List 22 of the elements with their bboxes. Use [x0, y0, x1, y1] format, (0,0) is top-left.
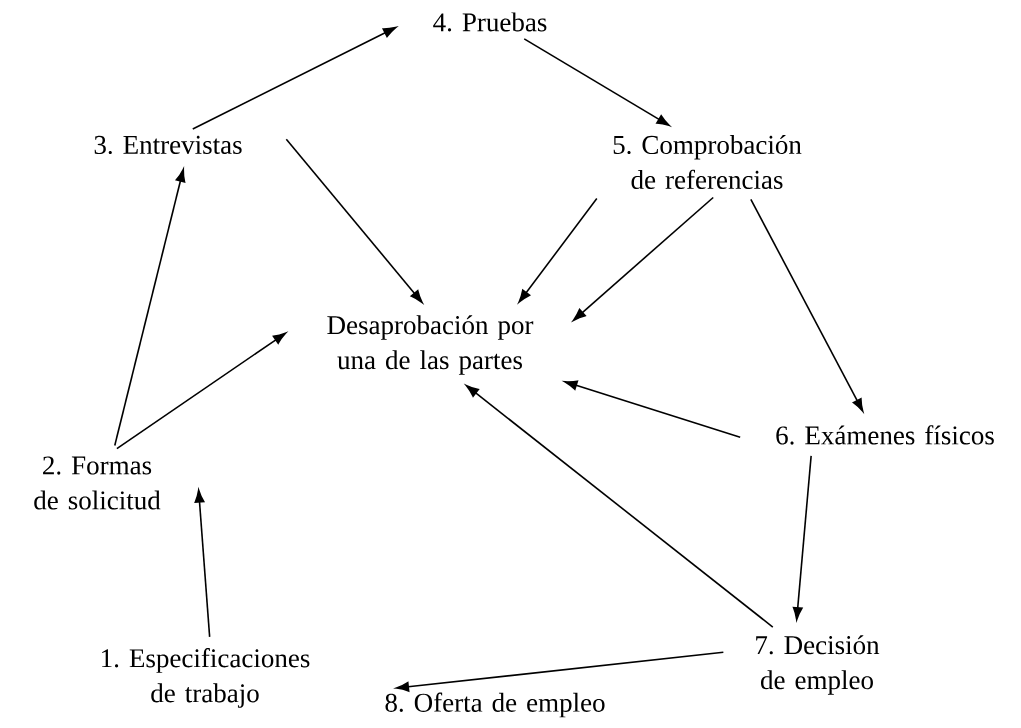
- arrow: [518, 197, 598, 303]
- arrow: [572, 196, 714, 321]
- arrow: [465, 384, 774, 628]
- step-label: 4. Pruebas: [433, 12, 547, 32]
- arrow: [194, 489, 211, 638]
- arrow: [191, 26, 397, 130]
- arrow: [285, 138, 423, 304]
- step-label: Desaprobación por una de las partes: [327, 315, 534, 375]
- arrow: [564, 380, 741, 439]
- step-label: 3. Entrevistas: [94, 135, 242, 155]
- arrow: [523, 38, 670, 127]
- arrow: [113, 168, 186, 447]
- step-label: 5. Comprobación de referencias: [613, 134, 802, 189]
- step-label: 2. Formas de solicitud: [34, 456, 161, 510]
- arrow: [116, 332, 287, 450]
- arrow: [395, 651, 725, 692]
- arrow: [750, 198, 864, 412]
- step-label: 8. Oferta de empleo: [385, 692, 605, 718]
- arrow: [792, 455, 812, 621]
- step-label: 1. Especificaciones de trabajo: [102, 648, 310, 708]
- step-label: 6. Exámenes físicos: [776, 425, 994, 445]
- step-label: 7. Decisión de empleo: [756, 635, 880, 695]
